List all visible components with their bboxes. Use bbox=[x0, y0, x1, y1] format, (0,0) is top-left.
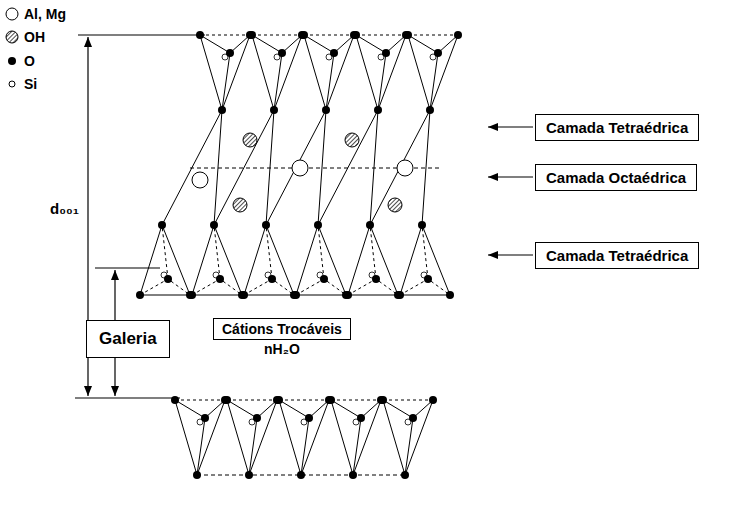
layer-label-box: Camada Octaédrica bbox=[535, 164, 697, 191]
legend-text: O bbox=[24, 53, 35, 69]
box-text: Camada Tetraédrica bbox=[546, 247, 688, 264]
spacing-label: d₀₀₁ bbox=[50, 200, 79, 217]
cations-box: Cátions Trocáveis bbox=[213, 318, 351, 340]
legend-text: OH bbox=[24, 29, 45, 45]
box-text: Cátions Trocáveis bbox=[222, 321, 342, 337]
water-label: nH₂O bbox=[264, 341, 300, 357]
layer-pointer-arrows bbox=[488, 127, 533, 255]
legend-symbols bbox=[6, 8, 18, 87]
box-text: Camada Tetraédrica bbox=[546, 119, 688, 136]
layer-label-box: Camada Tetraédrica bbox=[535, 114, 699, 141]
box-text: Galeria bbox=[99, 329, 157, 349]
box-text: Camada Octaédrica bbox=[546, 169, 686, 186]
top-tetrahedral-sheet bbox=[196, 31, 462, 114]
octahedral-sheet bbox=[162, 110, 440, 225]
legend-text: Si bbox=[24, 76, 37, 92]
gallery-box: Galeria bbox=[86, 320, 170, 358]
legend-text: Al, Mg bbox=[24, 6, 66, 22]
lower-tetrahedral-sheet bbox=[171, 396, 437, 479]
dimension-arrows bbox=[75, 35, 205, 398]
layer-label-box: Camada Tetraédrica bbox=[535, 242, 699, 269]
bottom-tetrahedral-sheet bbox=[136, 221, 454, 299]
